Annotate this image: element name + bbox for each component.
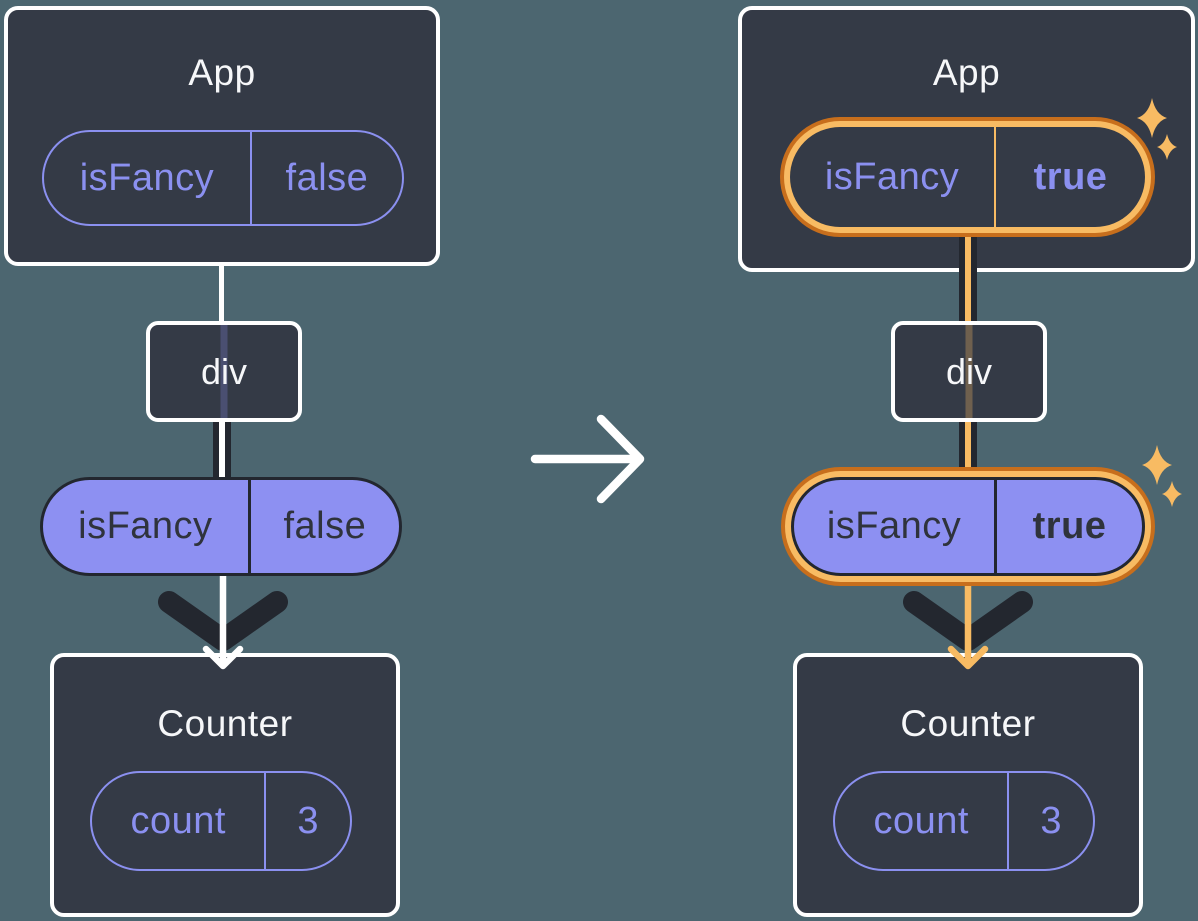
state-name: count bbox=[873, 799, 969, 842]
connector-div-to-prop bbox=[959, 422, 977, 480]
app-card-title: App bbox=[188, 52, 256, 93]
prop-value: true bbox=[994, 480, 1142, 573]
div-node-label: div bbox=[200, 350, 248, 392]
prop-value: false bbox=[247, 480, 399, 573]
sparkles-icon bbox=[1142, 445, 1182, 507]
state-value: 3 bbox=[1007, 773, 1093, 869]
counter-card-title: Counter bbox=[157, 703, 293, 744]
passed-prop-pill: isFancy false bbox=[40, 477, 402, 576]
connector-div-to-prop bbox=[213, 422, 231, 480]
pass-through-stripe bbox=[965, 325, 973, 418]
sparkles-icon bbox=[1137, 98, 1177, 160]
transition-arrow-icon bbox=[530, 414, 645, 504]
app-state-pill-highlighted: isFancy true bbox=[790, 127, 1145, 227]
pass-through-stripe bbox=[220, 325, 228, 418]
state-name: isFancy bbox=[79, 156, 215, 199]
connector-core bbox=[965, 422, 971, 480]
div-node: div bbox=[146, 321, 302, 422]
prop-name: isFancy bbox=[826, 505, 962, 547]
app-state-pill: isFancy false bbox=[42, 130, 404, 226]
state-name: count bbox=[130, 799, 226, 842]
flow-arrow-icon bbox=[158, 569, 288, 670]
connector-core bbox=[219, 422, 225, 480]
connector-app-to-div bbox=[959, 230, 977, 321]
prop-name: isFancy bbox=[78, 505, 213, 547]
app-card-title: App bbox=[932, 52, 1001, 93]
state-name: isFancy bbox=[824, 155, 960, 198]
div-node-label: div bbox=[945, 350, 993, 392]
div-node: div bbox=[891, 321, 1047, 422]
connector-core bbox=[965, 230, 971, 321]
counter-card-title: Counter bbox=[900, 703, 1036, 744]
flow-arrow-icon bbox=[903, 569, 1033, 670]
connector-app-to-div bbox=[219, 264, 224, 323]
state-value: 3 bbox=[264, 773, 350, 869]
counter-state-pill: count 3 bbox=[833, 771, 1095, 871]
passed-prop-pill-highlighted: isFancy true bbox=[791, 477, 1145, 576]
state-value: true bbox=[994, 127, 1145, 227]
counter-state-pill: count 3 bbox=[90, 771, 352, 871]
state-value: false bbox=[249, 132, 402, 224]
